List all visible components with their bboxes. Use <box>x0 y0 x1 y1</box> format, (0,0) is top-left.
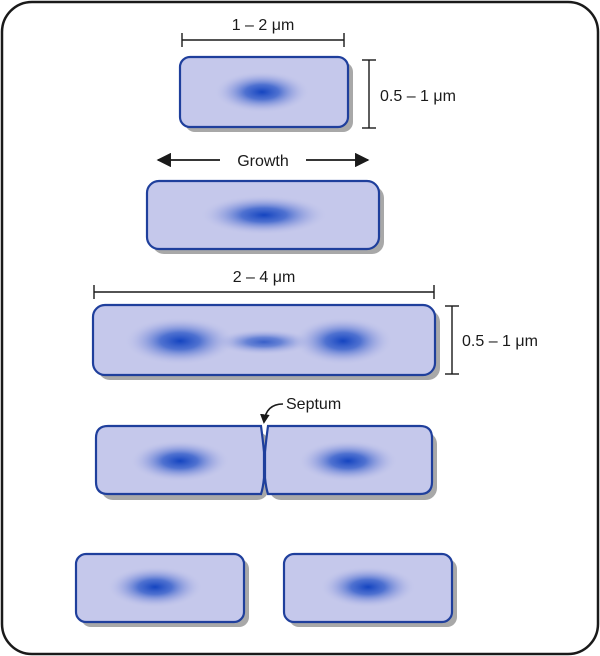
width-bracket-large <box>93 285 435 299</box>
nucleoid <box>320 566 416 608</box>
cell-stage-1 <box>178 55 353 132</box>
nucleoid <box>124 317 236 365</box>
growth-label: Growth <box>237 153 289 170</box>
nucleoid <box>293 317 393 365</box>
height-bracket-large <box>445 305 459 375</box>
nucleoid <box>107 566 203 608</box>
height-bracket-small <box>362 59 376 129</box>
nucleoid <box>130 440 230 482</box>
nucleoid <box>214 71 310 113</box>
septum-label: Septum <box>286 396 341 413</box>
height-label-small: 0.5 – 1 μm <box>380 88 456 105</box>
cell-stage-3 <box>91 303 440 380</box>
daughter-cell-left <box>74 552 249 627</box>
cell-stage-4 <box>94 424 437 500</box>
nucleoid <box>200 195 328 235</box>
width-label-small: 1 – 2 μm <box>232 17 295 34</box>
nucleoid <box>298 440 398 482</box>
septum-arrow <box>260 403 284 424</box>
width-label-large: 2 – 4 μm <box>233 269 296 286</box>
width-bracket-small <box>181 33 345 47</box>
daughter-cell-right <box>282 552 457 627</box>
cell-stage-2 <box>145 179 384 254</box>
height-label-large: 0.5 – 1 μm <box>462 333 538 350</box>
